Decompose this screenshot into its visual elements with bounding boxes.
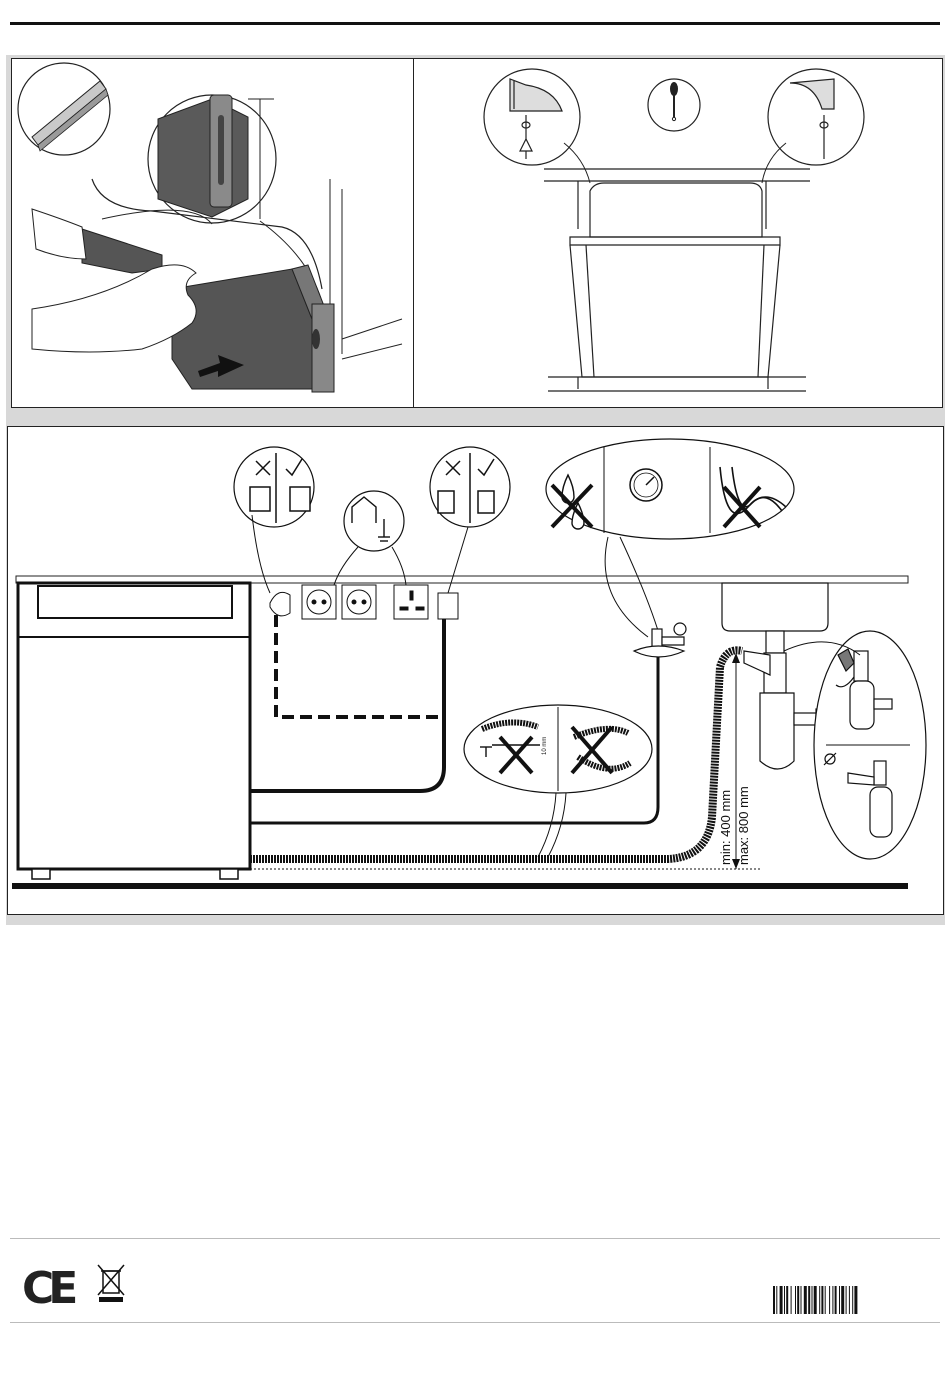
bottom-panel-wrap: min: 400 mm max: 800 mm 10 mm xyxy=(6,425,945,925)
connections-illustration: min: 400 mm max: 800 mm 10 mm xyxy=(8,427,943,914)
socket-row-icon xyxy=(270,585,458,619)
ce-mark: CE xyxy=(22,1263,72,1314)
barcode xyxy=(773,1286,933,1314)
hands-icon xyxy=(32,209,196,352)
thermometer-gauge-icon xyxy=(630,469,662,501)
max-height-label: max: 800 mm xyxy=(736,786,751,865)
min-height-label: min: 400 mm xyxy=(718,790,733,865)
sink-trap-icon xyxy=(722,583,828,769)
panel-plinth-mounting xyxy=(11,58,415,408)
top-rule xyxy=(10,22,940,25)
footer-bottom-rule xyxy=(10,1322,940,1323)
dishwasher-front-icon xyxy=(544,169,810,391)
dishwasher-icon xyxy=(18,583,250,879)
earth-circle xyxy=(344,491,404,551)
panel-top-fixing xyxy=(413,58,943,408)
plinth-illustration xyxy=(12,59,414,407)
panel-connections: min: 400 mm max: 800 mm 10 mm xyxy=(7,426,944,915)
top-fixing-illustration xyxy=(414,59,942,407)
power-cable-alt xyxy=(276,615,444,717)
floor xyxy=(12,883,908,889)
detail-circle-strip xyxy=(18,63,110,155)
water-tap-icon xyxy=(634,623,686,657)
top-panels xyxy=(6,55,945,426)
footer-top-rule xyxy=(10,1238,940,1239)
weee-bin-icon xyxy=(96,1263,126,1303)
power-cable xyxy=(250,615,444,791)
hose-clearance-label: 10 mm xyxy=(542,737,548,755)
